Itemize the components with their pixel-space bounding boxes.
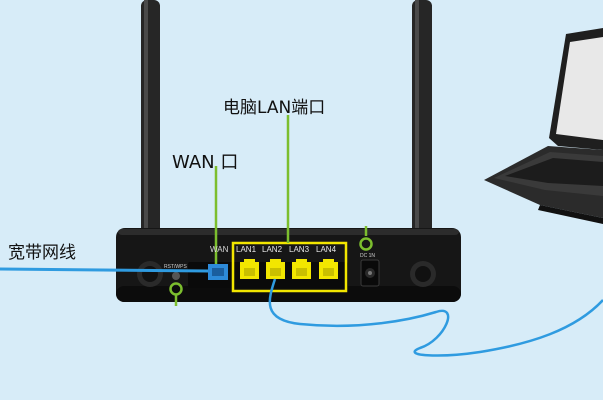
- left-antenna: [141, 0, 160, 258]
- lan-port-3: [292, 259, 311, 279]
- lan-cable: [268, 278, 603, 357]
- wan-port-label: WAN 口: [172, 152, 239, 173]
- lan3-marking: LAN3: [289, 245, 310, 254]
- broadband-cable-label: 宽带网线: [8, 243, 76, 263]
- power-marking: DC 1N: [360, 253, 376, 259]
- lan1-marking: LAN1: [236, 245, 257, 254]
- broadband-cable: [0, 267, 209, 273]
- reset-callout-marker: [169, 282, 183, 296]
- lan-port-1: [240, 259, 259, 279]
- lan-ports-highlight: [231, 241, 348, 293]
- right-antenna: [412, 0, 432, 268]
- lan-port-2: [266, 259, 285, 279]
- lan4-marking: LAN4: [316, 245, 337, 254]
- reset-marking: RST/WPS: [164, 264, 187, 270]
- lan-port-4: [319, 259, 338, 279]
- laptop-icon: [484, 28, 603, 224]
- reset-button: [172, 272, 180, 280]
- wan-marking: WAN: [210, 245, 229, 254]
- lan-ports-label: 电脑LAN端口: [223, 98, 326, 118]
- power-callout-marker: [359, 237, 373, 251]
- lan2-marking: LAN2: [262, 245, 283, 254]
